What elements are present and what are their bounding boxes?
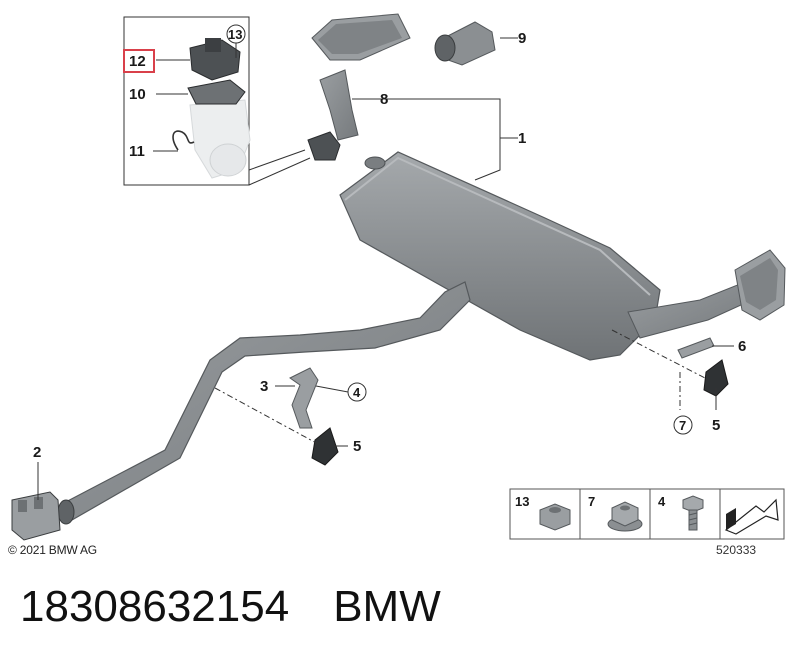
- hex-nut-icon: [539, 503, 571, 531]
- drawing-number: 520333: [716, 543, 757, 557]
- brand-name: BMW: [333, 582, 441, 631]
- callout-11: 11: [129, 143, 145, 160]
- upper-tailpipe-elbow: [311, 13, 411, 141]
- hardware-legend: 13 7 4: [509, 488, 785, 540]
- assembly-lines: [214, 329, 706, 446]
- callout-3: 3: [260, 378, 268, 395]
- flap-actuator-part: [189, 38, 241, 81]
- callout-4: 4: [353, 385, 361, 400]
- flange-nut-icon: [607, 501, 643, 532]
- pipe-clamp-2: [11, 491, 61, 541]
- rubber-mount-right: [703, 359, 729, 397]
- actuator-bracket-part: [187, 79, 246, 105]
- mounted-actuator: [307, 131, 341, 161]
- callout-1: 1: [518, 130, 526, 147]
- callout-5-left: 5: [353, 438, 361, 455]
- right-tailpipe: [627, 249, 786, 339]
- spring-clip-part: [172, 130, 195, 151]
- part-number: 18308632154: [20, 582, 290, 631]
- callout-7: 7: [679, 418, 686, 433]
- callout-6: 6: [738, 338, 746, 355]
- callout-5-right: 5: [712, 417, 720, 434]
- callout-13: 13: [228, 27, 242, 42]
- callout-8: 8: [380, 91, 388, 108]
- callout-2: 2: [33, 444, 41, 461]
- orientation-arrow-icon: [724, 498, 779, 535]
- hanger-bracket-3: [289, 367, 319, 429]
- tailpipe-trim-9: [434, 21, 496, 66]
- mount-bracket-6: [677, 337, 715, 359]
- legend-number: 13: [515, 494, 529, 509]
- hex-bolt-icon: [682, 495, 704, 531]
- callout-12: 12: [129, 53, 146, 70]
- callout-9: 9: [518, 30, 526, 47]
- legend-number: 7: [588, 494, 595, 509]
- highlight-box-12: [123, 49, 155, 73]
- copyright-notice: © 2021 BMW AG: [8, 543, 97, 557]
- legend-number: 4: [658, 494, 666, 509]
- leader-lines: [37, 37, 734, 500]
- callout-10: 10: [129, 86, 146, 103]
- part-caption: 18308632154 BMW: [20, 582, 485, 632]
- inset-detail-box: [123, 16, 311, 186]
- rubber-mount-left: [311, 427, 339, 466]
- front-pipe: [57, 281, 471, 525]
